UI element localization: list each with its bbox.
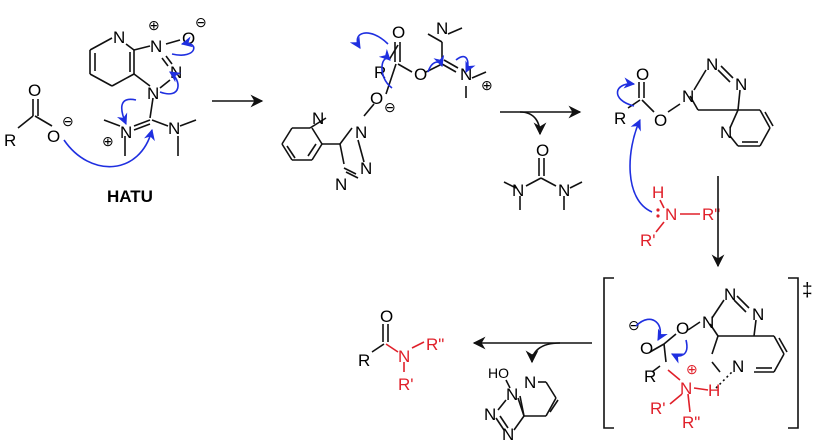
- hoat-N3: N: [502, 425, 514, 441]
- amine-bonds: [655, 199, 700, 233]
- int1-N3: N: [335, 175, 347, 194]
- intermediate-1-bonds: [281, 27, 487, 179]
- amine-H: H: [652, 183, 664, 202]
- ts-curved-arrows: [635, 318, 688, 364]
- hatu-minus: ⊖: [195, 14, 207, 30]
- carboxylate: [17, 99, 53, 129]
- hatu-plus2: ⊕: [102, 133, 114, 149]
- hatu-N-b: N: [147, 84, 159, 103]
- carboxylate-charge: ⊖: [62, 113, 74, 129]
- hatu-N-plus: N: [120, 123, 132, 142]
- amine-attack-arrow: [629, 118, 653, 213]
- ts-N1: N: [702, 313, 714, 332]
- hatu-N-pyridine: N: [113, 28, 125, 47]
- amide-R1: R': [398, 375, 414, 394]
- carboxylate-R: R: [4, 131, 16, 150]
- urea-O: O: [536, 141, 549, 160]
- carboxylate-O-minus: O: [47, 127, 60, 146]
- int1-plus: ⊕: [481, 77, 493, 93]
- ts-R: R: [644, 367, 656, 386]
- ts-H: H: [708, 381, 720, 400]
- int1-N-top: N: [436, 19, 448, 38]
- amine-R2: R": [702, 205, 720, 224]
- ts-O-minus: O: [640, 339, 653, 358]
- hoat-N1: N: [506, 385, 518, 404]
- amide-bonds: [371, 324, 389, 353]
- carboxylate-O-top: O: [28, 81, 41, 100]
- int1-N2: N: [360, 159, 372, 178]
- amide-R: R: [358, 351, 370, 370]
- int1-O-minus: O: [370, 89, 383, 108]
- byproduct-arrow: [519, 111, 547, 136]
- int1-N-pyridine: N: [312, 109, 324, 128]
- ts-brackets: [603, 277, 799, 429]
- hatu-plus: ⊕: [148, 17, 160, 33]
- ts-mark: ‡: [802, 280, 813, 301]
- amide-N: N: [398, 347, 410, 366]
- ts-hbond: [715, 371, 733, 389]
- int1-N1: N: [355, 123, 367, 142]
- hoat-HO: HO: [488, 365, 509, 381]
- amide-red-bonds: [385, 341, 425, 372]
- ester-O-top: O: [636, 65, 649, 84]
- ts-plus: ⊕: [686, 361, 698, 377]
- ester-N1: N: [682, 87, 694, 106]
- ester-R: R: [614, 109, 626, 128]
- ts-minus: ⊖: [628, 317, 640, 333]
- int1-minus: ⊖: [384, 99, 396, 115]
- hatu-N-right: N: [168, 119, 180, 138]
- int1-curved-arrows: [349, 32, 476, 89]
- hoat-N-pyridine: N: [524, 373, 536, 392]
- hoat-release-arrow: [525, 342, 561, 364]
- hoat-N2: N: [484, 405, 496, 424]
- hatu-bonds: [89, 37, 197, 156]
- ts-R2: R": [682, 413, 700, 432]
- ts-red-bonds: [667, 369, 709, 413]
- int1-O-top: O: [392, 23, 405, 42]
- int1-O-bridge: O: [414, 65, 427, 84]
- urea-N-left: N: [512, 181, 524, 200]
- ts-N2: N: [724, 285, 736, 304]
- ester-N2: N: [706, 55, 718, 74]
- amine-N: N: [665, 205, 677, 224]
- urea-N-right: N: [558, 181, 570, 200]
- ester-N-pyridine: N: [720, 123, 732, 142]
- hatu-N-oxide: N: [150, 37, 162, 56]
- amine-R1: R': [640, 231, 656, 250]
- amide-O: O: [380, 307, 393, 326]
- ts-R1: R': [650, 399, 666, 418]
- ts-bonds: [649, 295, 788, 373]
- ester-curved-arrow: [616, 77, 636, 107]
- hatu-label: HATU: [107, 187, 153, 206]
- lone-pair-dot-1: [656, 208, 660, 212]
- lone-pair-dot-2: [656, 214, 660, 218]
- hatu-curved-arrows: [63, 36, 195, 168]
- int1-N-plus: N: [460, 65, 472, 84]
- ester-O-bridge: O: [654, 111, 667, 130]
- amide-R2: R": [426, 335, 444, 354]
- ts-N3: N: [752, 305, 764, 324]
- urea-bonds: [503, 158, 583, 210]
- hoat-bonds: [495, 379, 559, 431]
- ts-N-plus: N: [680, 379, 692, 398]
- active-ester-bonds: [627, 65, 774, 147]
- ts-O-ring: O: [676, 319, 689, 338]
- ts-N-pyridine: N: [732, 357, 744, 376]
- ester-N3: N: [735, 75, 747, 94]
